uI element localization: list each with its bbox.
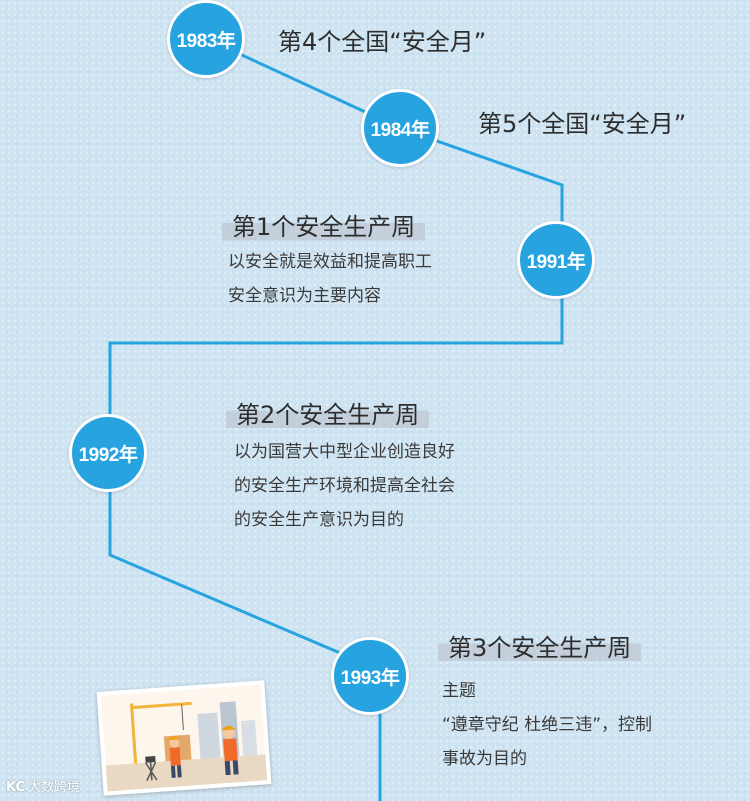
event-title-1992: 第2个安全生产周 [226,395,429,430]
year-label: 1992年 [79,440,138,467]
desc-line: 以为国营大中型企业创造良好 [234,435,455,469]
construction-icon [101,685,267,792]
year-node-1991: 1991年 [517,221,595,299]
desc-line: 主题 [442,674,652,708]
event-title-1991: 第1个安全生产周 [222,207,425,242]
year-label: 1983年 [177,26,236,53]
year-label: 1991年 [527,247,586,274]
desc-line: 安全意识为主要内容 [228,279,432,313]
year-label: 1993年 [341,663,400,690]
desc-line: 的安全生产意识为目的 [234,503,455,537]
event-desc-1991: 以安全就是效益和提高职工 安全意识为主要内容 [228,245,432,313]
year-label: 1984年 [371,115,430,142]
watermark-logo: KC [6,780,25,795]
year-node-1984: 1984年 [361,89,439,167]
year-node-1993: 1993年 [331,637,409,715]
event-title-1983: 第4个全国“安全月” [278,22,486,57]
year-node-1983: 1983年 [167,0,245,78]
event-title-1993: 第3个安全生产周 [438,628,641,663]
desc-line: “遵章守纪 杜绝三违”，控制 [442,708,652,742]
year-node-1992: 1992年 [69,414,147,492]
construction-workers-illustration [97,680,272,795]
desc-line: 的安全生产环境和提高全社会 [234,469,455,503]
event-desc-1992: 以为国营大中型企业创造良好 的安全生产环境和提高全社会 的安全生产意识为目的 [234,435,455,537]
event-desc-1993: 主题 “遵章守纪 杜绝三违”，控制 事故为目的 [442,674,652,776]
watermark-text: 大数跨境 [28,780,80,795]
event-title-1984: 第5个全国“安全月” [478,104,686,139]
desc-line: 事故为目的 [442,742,652,776]
desc-line: 以安全就是效益和提高职工 [228,245,432,279]
